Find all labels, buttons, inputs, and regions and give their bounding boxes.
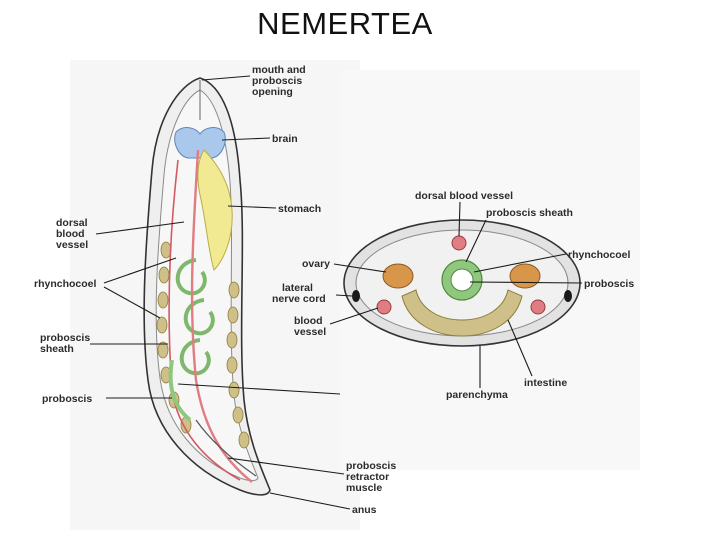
leader-cs-intestine: [507, 319, 533, 377]
label-cs-lateral-nerve: lateral nerve cord: [272, 282, 326, 305]
diagram-title: NEMERTEA: [257, 6, 433, 41]
proboscis-coils: [175, 258, 215, 376]
nerve-cord-right: [564, 290, 572, 302]
label-proboscis-sheath: proboscis sheath: [40, 332, 93, 355]
ovary-left: [382, 263, 414, 289]
leader-stomach: [227, 205, 277, 209]
longitudinal-section: [143, 77, 271, 496]
leader-cs-blood-vessel: [329, 307, 379, 325]
leader-cs-rhynchocoel: [473, 253, 567, 273]
cross-section-proboscis: [450, 268, 474, 292]
label-cs-dorsal-vessel: dorsal blood vessel: [415, 190, 513, 202]
stomach: [197, 149, 233, 271]
cross-section-intestine: [401, 289, 523, 337]
leader-rhynchocoel-2: [103, 286, 161, 319]
leader-dorsal-vessel: [95, 221, 185, 235]
longitudinal-labels: mouth and proboscis opening brain stomac…: [34, 64, 399, 516]
leader-retractor: [227, 457, 345, 475]
ovary-right: [509, 263, 541, 289]
label-cs-parenchyma: parenchyma: [446, 389, 508, 401]
leader-rhynchocoel-1: [103, 257, 177, 284]
label-cs-proboscis-sheath: proboscis sheath: [486, 207, 573, 219]
leader-brain: [221, 137, 271, 141]
dorsal-blood-vessel: [190, 149, 253, 483]
leader-cs-proboscis: [469, 281, 583, 284]
label-retractor-muscle: proboscis retractor muscle: [346, 460, 399, 494]
connector-to-cross-section: [177, 383, 341, 395]
lateral-vessel-left: [376, 299, 392, 315]
leader-cs-lateral-nerve: [335, 294, 353, 297]
retractor-muscle: [195, 419, 257, 477]
cross-section-dorsal-vessel: [451, 235, 467, 251]
label-stomach: stomach: [278, 203, 321, 215]
brain: [174, 127, 226, 159]
label-cs-ovary: ovary: [302, 258, 330, 270]
lateral-vessel-right: [530, 299, 546, 315]
label-cs-proboscis: proboscis: [584, 278, 634, 290]
intestine-pouches: [156, 241, 250, 449]
label-mouth: mouth and proboscis opening: [252, 64, 309, 98]
cross-section: [343, 219, 581, 347]
leader-cs-proboscis-sheath: [465, 219, 487, 263]
label-dorsal-blood-vessel: dorsal blood vessel: [56, 217, 90, 251]
label-cs-blood-vessel: blood vessel: [294, 315, 326, 338]
label-anus: anus: [352, 504, 377, 516]
label-cs-rhynchocoel: rhynchocoel: [568, 249, 631, 261]
leader-cs-dorsal-vessel: [458, 201, 461, 237]
label-cs-intestine: intestine: [524, 377, 567, 389]
label-proboscis: proboscis: [42, 393, 92, 405]
nerve-cord-left: [352, 290, 360, 302]
leader-cs-ovary: [333, 263, 387, 273]
leader-anus: [269, 492, 351, 510]
proboscis-lower: [168, 359, 192, 422]
label-rhynchocoel: rhynchocoel: [34, 278, 97, 290]
cross-section-labels: dorsal blood vessel proboscis sheath rhy…: [272, 190, 634, 401]
leader-mouth: [201, 75, 251, 81]
label-brain: brain: [272, 133, 298, 145]
